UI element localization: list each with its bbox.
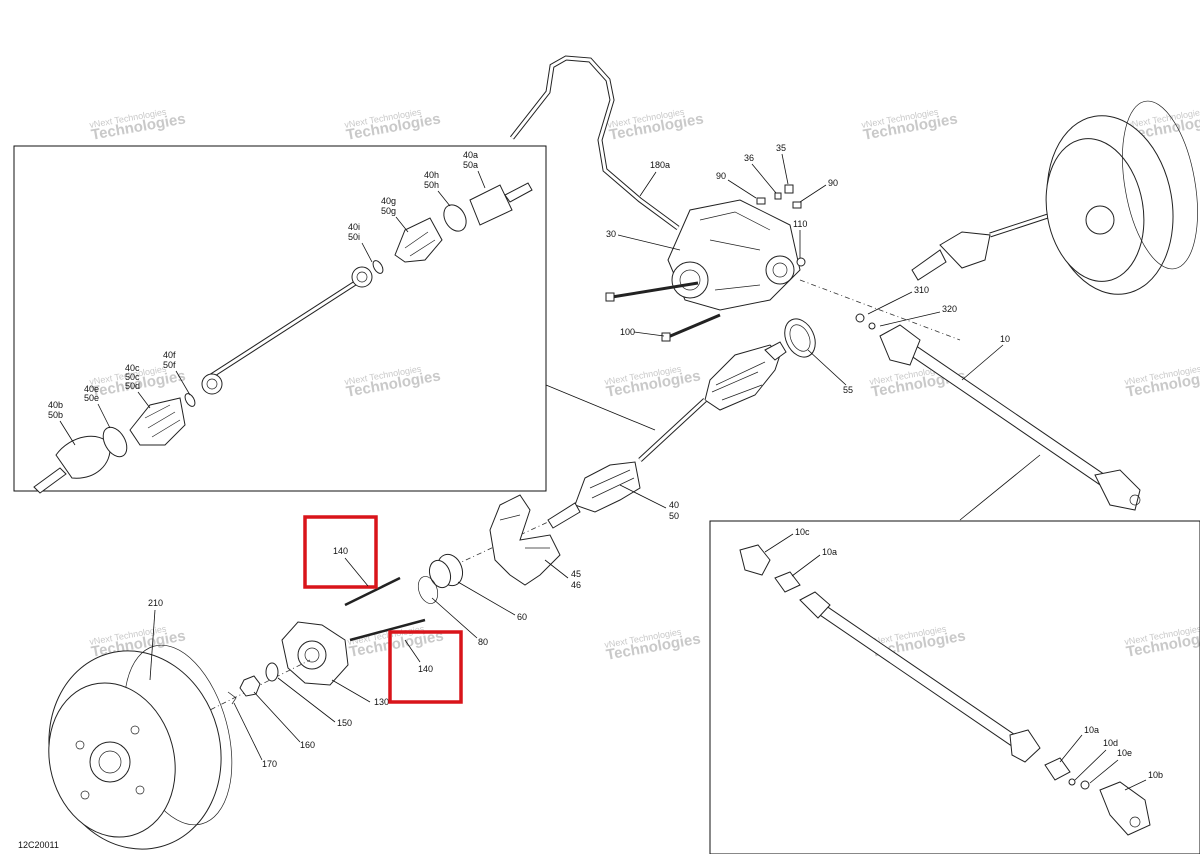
callout-40h: 40h	[424, 170, 439, 180]
callout-40f: 40f	[163, 350, 176, 360]
callout-90-left: 90	[716, 171, 726, 181]
callout-10a-top: 10a	[822, 547, 837, 557]
callout-50a: 50a	[463, 160, 478, 170]
callout-140-top: 140	[333, 546, 348, 556]
callout-100: 100	[620, 327, 635, 337]
callout-46: 46	[571, 580, 581, 590]
hub-assembly: 130 150 160 170	[199, 576, 426, 769]
callout-50g: 50g	[381, 206, 396, 216]
left-wheel: 210	[48, 598, 233, 850]
callout-40g: 40g	[381, 196, 396, 206]
callout-50c: 50c	[125, 372, 140, 382]
callout-50f: 50f	[163, 360, 176, 370]
inset-prop-shaft-detail: 10c 10a 10a 10d 10e 10b	[709, 520, 1200, 854]
differential: 30 35 36 90 90 110 100	[605, 143, 838, 342]
callout-50e: 50e	[84, 393, 99, 403]
callout-50b: 50b	[48, 410, 63, 420]
callout-45: 45	[571, 569, 581, 579]
callout-50d: 50d	[125, 381, 140, 391]
callout-10a-bottom: 10a	[1084, 725, 1099, 735]
drawing-code: 12C20011	[18, 840, 59, 850]
watermark: vNext Technologies Technologies	[89, 107, 187, 144]
callout-60: 60	[517, 612, 527, 622]
callout-36: 36	[744, 153, 754, 163]
brake-line: 180a	[510, 55, 680, 231]
callout-50h: 50h	[424, 180, 439, 190]
knuckle-assembly: 45 46 60 80	[417, 494, 581, 647]
callout-40i: 40i	[348, 222, 360, 232]
callout-40e: 40e	[84, 384, 99, 394]
watermark: vNext Technologies Technologies	[604, 364, 702, 401]
callout-50i: 50i	[348, 232, 360, 242]
watermark: vNext Technologies Technologies	[607, 107, 705, 144]
watermark: vNext Technologies Technologies	[1124, 624, 1200, 661]
callout-150: 150	[337, 718, 352, 728]
right-axle-assembly: 310 320	[799, 100, 1198, 341]
callout-90-right: 90	[828, 178, 838, 188]
watermark: vNext Technologies Technologies	[861, 107, 959, 144]
callout-170: 170	[262, 759, 277, 769]
callout-110: 110	[793, 219, 807, 229]
watermark: vNext Technologies Technologies	[344, 364, 442, 401]
highlight-140-bottom: 140	[388, 630, 463, 704]
callout-40c: 40c	[125, 363, 140, 373]
callout-320: 320	[942, 304, 957, 314]
callout-10: 10	[1000, 334, 1010, 344]
inset-drive-shaft-detail: 40a 50a 40h 50h 40g 50g 40i 50i 40f 50f …	[13, 145, 656, 494]
callout-160: 160	[300, 740, 315, 750]
prop-shaft: 10	[879, 324, 1141, 521]
callout-40a: 40a	[463, 150, 478, 160]
callout-35: 35	[776, 143, 786, 153]
callout-40: 40	[669, 500, 679, 510]
watermarks: vNext Technologies Technologies vNext Te…	[89, 107, 1200, 664]
callout-10e: 10e	[1117, 748, 1132, 758]
callout-55: 55	[843, 385, 853, 395]
watermark: vNext Technologies Technologies	[344, 107, 442, 144]
watermark: vNext Technologies Technologies	[604, 627, 702, 664]
callout-180a: 180a	[650, 160, 670, 170]
highlight-140-top: 140	[303, 515, 378, 589]
watermark: vNext Technologies Technologies	[1124, 364, 1200, 401]
callout-140-bottom: 140	[418, 664, 433, 674]
callout-80: 80	[478, 637, 488, 647]
callout-10c: 10c	[795, 527, 810, 537]
callout-130: 130	[374, 697, 389, 707]
callout-40b: 40b	[48, 400, 63, 410]
left-drive-shaft: 55 40 50	[454, 318, 853, 566]
callout-210: 210	[148, 598, 163, 608]
callout-310: 310	[914, 285, 929, 295]
callout-30: 30	[606, 229, 616, 239]
callout-10d: 10d	[1103, 738, 1118, 748]
callout-50: 50	[669, 511, 679, 521]
callout-10b: 10b	[1148, 770, 1163, 780]
